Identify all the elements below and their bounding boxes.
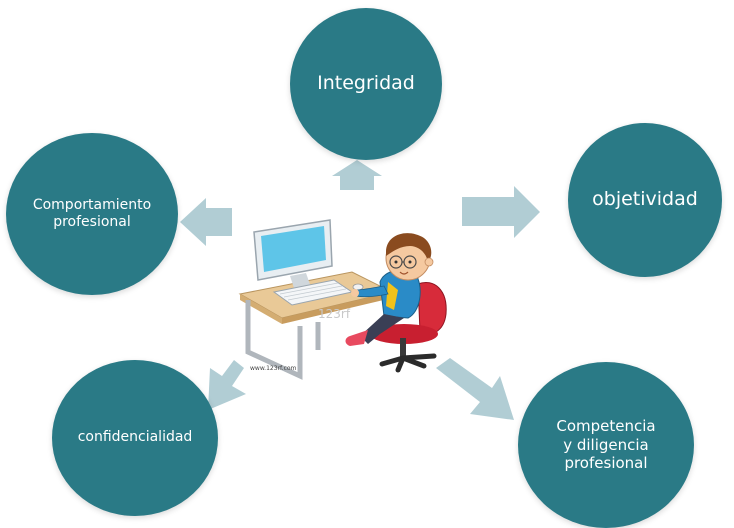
- node-competencia-label: Competencia y diligencia profesional: [556, 416, 656, 473]
- person-hand: [351, 289, 359, 297]
- arrow-up: [332, 160, 382, 190]
- monitor-screen: [261, 226, 326, 272]
- arrow-down-left: [208, 360, 246, 410]
- chair-base: [379, 353, 437, 373]
- person-legs: [360, 314, 404, 344]
- node-confidencialidad-label: confidencialidad: [77, 429, 193, 446]
- arrow-down-right: [436, 358, 514, 420]
- arrow-right: [462, 186, 540, 238]
- center-image-watermark: 123rf: [318, 307, 351, 321]
- node-comportamiento-profesional: Comportamiento profesional: [6, 133, 178, 295]
- person-shoe: [345, 330, 368, 346]
- arrow-left: [180, 198, 232, 246]
- desk-leg-left: [245, 300, 303, 380]
- person-glasses: [389, 255, 417, 269]
- node-integridad-label: Integridad: [317, 72, 415, 95]
- person-hair: [386, 233, 432, 262]
- center-image-caption: www.123rf.com: [250, 365, 297, 372]
- person-ear: [424, 257, 434, 267]
- desk-front: [282, 292, 392, 324]
- node-competencia-diligencia: Competencia y diligencia profesional: [518, 362, 694, 528]
- node-integridad: Integridad: [290, 8, 442, 160]
- person-at-computer-illustration: 123rf www.123rf.com: [238, 219, 447, 380]
- keyboard-keys: [279, 282, 347, 301]
- node-confidencialidad: confidencialidad: [52, 360, 218, 516]
- node-comportamiento-label: Comportamiento profesional: [32, 196, 152, 231]
- node-objetividad-label: objetividad: [592, 188, 698, 211]
- person-shirt-stripe: [386, 282, 398, 310]
- arrows-layer: [180, 160, 540, 420]
- node-objetividad: objetividad: [568, 123, 722, 277]
- chair-post: [400, 338, 406, 358]
